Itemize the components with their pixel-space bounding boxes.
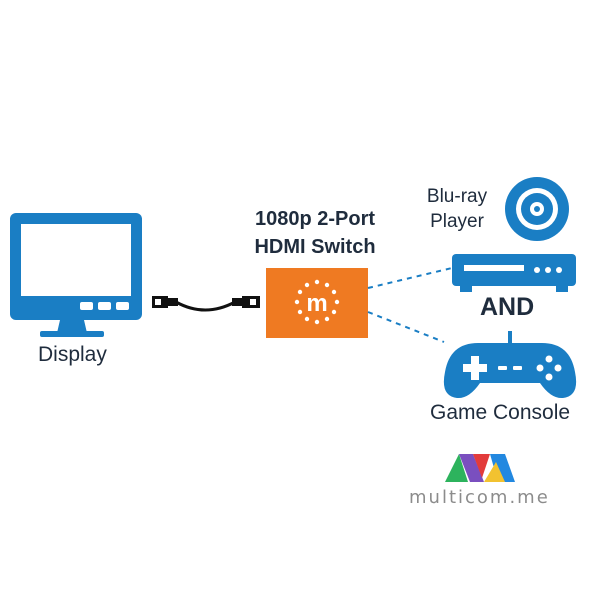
and-label: AND [480,293,535,321]
hdmi-plug-icon [152,296,178,308]
switch-title-line2: HDMI Switch [254,236,376,258]
dashed-link-console [367,311,445,343]
disc-icon [505,177,569,241]
bluray-player-icon [452,254,576,292]
bluray-label-line2: Player [430,211,484,232]
bluray-label-line1: Blu-ray [426,186,488,207]
display-label: Display [38,343,107,366]
multicom-logo-icon [445,454,515,482]
monitor-icon [10,213,142,337]
switch-logo-letter: m [306,290,327,317]
logo-dot-ring [294,279,340,325]
switch-title-line1: 1080p 2-Port [254,208,376,230]
switch-title: 1080p 2-Port HDMI Switch [240,205,390,261]
watermark-text: multicom.me [409,487,550,508]
dashed-link-bluray [367,267,453,289]
bluray-label: Blu-ray Player [410,184,504,234]
gamepad-icon [443,331,577,399]
hdmi-switch-icon: m [266,268,368,338]
console-label: Game Console [430,401,571,424]
hdmi-cable [152,296,260,312]
hdmi-plug-icon [232,296,260,308]
